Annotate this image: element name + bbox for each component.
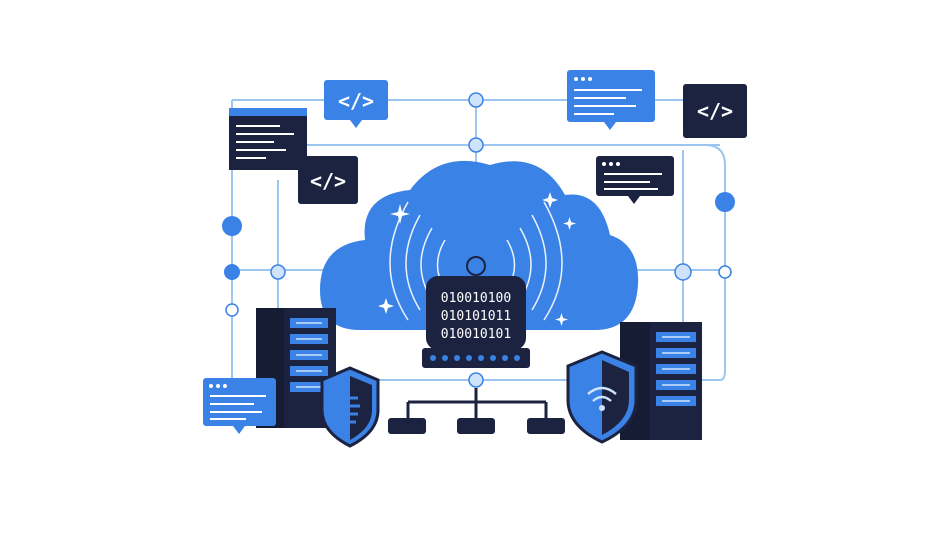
message-bubble-mid-right	[596, 156, 674, 204]
code-bubble-top-right: </>	[683, 84, 747, 138]
code-tag-icon: </>	[697, 99, 733, 123]
sparkle-icon	[378, 192, 576, 326]
message-bubble-bottom-left	[203, 378, 276, 434]
code-bubble-top-center: </>	[324, 80, 388, 128]
shield-wifi-icon	[566, 350, 638, 444]
code-tag-icon: </>	[338, 89, 374, 113]
code-bubble-mid-left: </>	[298, 156, 358, 204]
document-card-left	[229, 108, 307, 170]
binary-line-2: 010101011	[441, 309, 511, 324]
binary-line-1: 010010100	[441, 291, 511, 306]
code-tag-icon: </>	[310, 169, 346, 193]
router-icon: 010010100 010101011 010010101	[422, 256, 530, 368]
wifi-icon	[587, 386, 617, 402]
message-bubble-top-right	[567, 70, 655, 130]
network-tree-icon	[388, 388, 565, 434]
binary-line-3: 010010101	[441, 327, 511, 342]
shield-icon	[320, 366, 380, 448]
